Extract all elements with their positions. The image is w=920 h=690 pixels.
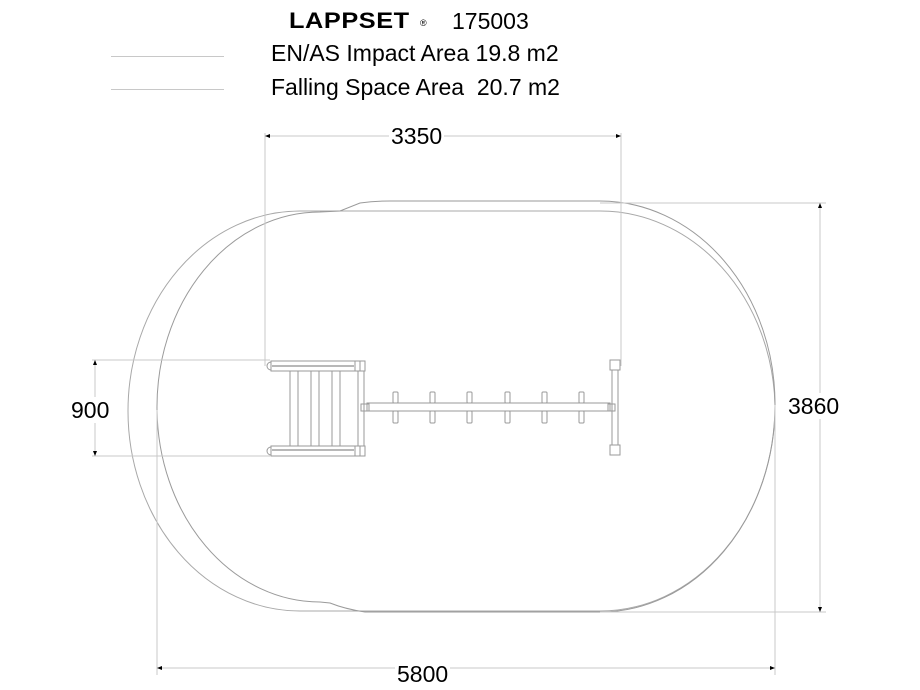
dimension-top-width: 3350 xyxy=(389,123,445,149)
impact-area-label: EN/AS Impact Area 19.8 m2 xyxy=(271,40,559,66)
registered-mark: ® xyxy=(420,18,427,28)
ladder-module xyxy=(266,360,370,457)
dimension-left-height: 900 xyxy=(69,397,112,423)
falling-space-legend-line xyxy=(111,89,224,90)
falling-space-outline xyxy=(127,210,776,612)
title-block: LAPPSET ® 175003 EN/AS Impact Area 19.8 … xyxy=(0,0,920,110)
falling-space-label: Falling Space Area 20.7 m2 xyxy=(271,74,560,100)
dimension-right-height: 3860 xyxy=(786,393,842,419)
dimension-lines xyxy=(93,134,822,670)
impact-area-outline xyxy=(156,200,776,613)
product-code: 175003 xyxy=(452,8,529,34)
monkey-bars xyxy=(366,359,621,456)
impact-area-legend-line xyxy=(111,56,224,57)
dimension-bottom-width: 5800 xyxy=(395,661,451,687)
extension-lines xyxy=(92,133,826,675)
brand-logo: LAPPSET xyxy=(289,8,410,33)
